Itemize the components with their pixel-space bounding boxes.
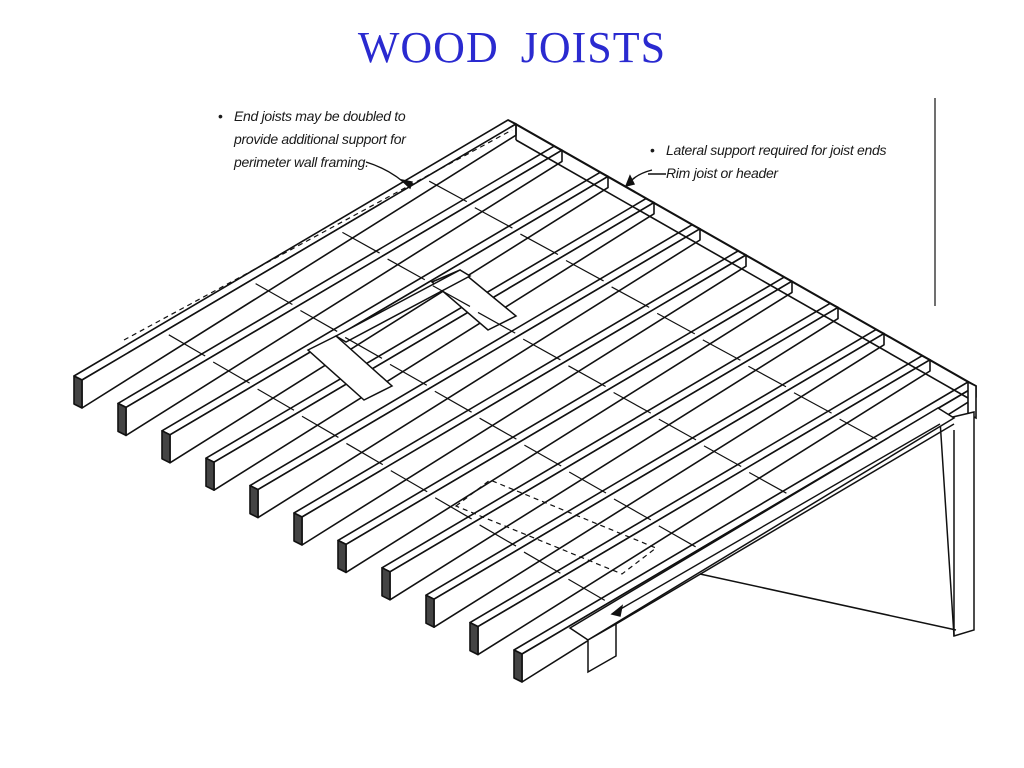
joist-group [73,119,977,683]
joist-end [117,402,127,437]
bridging-block [428,180,468,203]
joist-end [381,566,391,601]
bridging-block [387,258,426,281]
bridging-block [212,361,250,384]
joist-end [205,457,215,492]
bridging-block [474,207,513,229]
bridging-block [479,417,517,440]
bridging-block [748,365,787,388]
bridging-block [524,444,562,467]
bridging-block [656,312,696,335]
joist-end [293,512,303,546]
bridging-block [658,525,696,548]
bridging-block [703,445,742,468]
bridging-block [613,498,652,521]
bridging-block [301,415,339,438]
bridging-block [568,578,606,601]
bridging-block [342,231,380,254]
bridging-block [523,551,561,574]
end-joists-note: • End joists may be doubled to provide a… [218,105,434,174]
note-line: End joists may be doubled to [234,108,406,124]
note-line: Lateral support required for joist ends [666,142,887,158]
rim-joist [507,119,977,420]
joist-end [73,375,83,409]
arrow-head-icon [399,178,413,190]
bridging-block [257,388,295,411]
bridging-block [432,285,471,307]
dashed-outline [123,129,658,575]
bridging-block [434,497,472,520]
bridging-block [702,339,741,361]
note-line: Rim joist or header [666,165,778,181]
bridging-group [168,180,878,601]
bridging-block [479,524,517,547]
bridging-block [839,418,878,441]
joist-end [249,484,259,519]
bridging-block [168,334,206,357]
bridging-block [568,365,606,388]
bridging-block [613,391,652,414]
bridging-block [565,259,604,282]
slide-title: WOOD JOISTS [357,23,667,72]
joist-end [337,539,347,574]
bridging-block [477,311,516,334]
arrow-head-icon [624,174,636,188]
lateral-support-note: • Lateral support required for joist end… [650,139,906,185]
joist-end [469,621,479,656]
bridging-block [390,470,428,493]
bridging-block [520,233,559,256]
bridging-block [522,338,561,361]
bridging-block [344,336,383,359]
leader-arrows [365,161,941,617]
bridging-block [793,392,832,414]
leader-arrow-beam [611,423,941,615]
bridging-block [389,363,428,386]
bridging-block [611,286,650,308]
note-line: perimeter wall framing. [234,154,369,170]
joist-end [513,649,523,683]
bridging-block [346,442,384,466]
bridging-block [300,309,338,332]
joist-end [161,429,171,464]
bridging-block [748,471,787,494]
bridging-block [568,471,607,494]
joist-end [425,594,435,629]
bullet: • [650,142,655,158]
bridging-block [434,390,472,413]
bullet: • [218,108,223,124]
note-line: provide additional support for [234,131,406,147]
joist-side [477,358,931,656]
bridging-block [658,418,697,441]
arrow-head-icon [610,604,624,617]
bridging-block [255,283,293,306]
support-wall [939,411,975,637]
